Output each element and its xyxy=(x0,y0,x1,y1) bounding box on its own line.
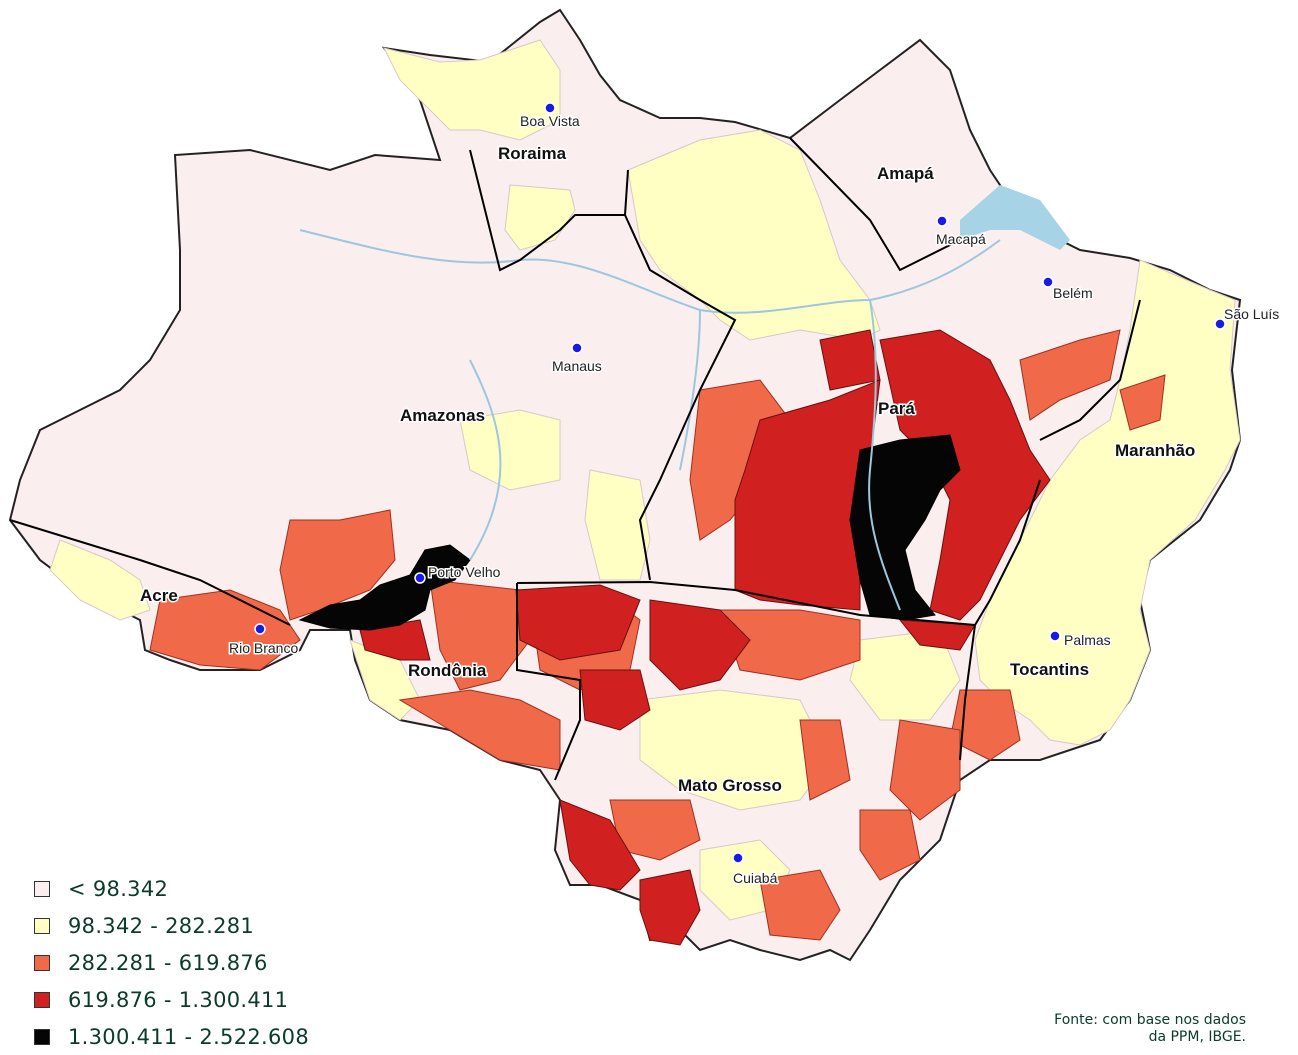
legend-label: 1.300.411 - 2.522.608 xyxy=(68,1024,309,1049)
legend-swatch xyxy=(34,880,50,897)
source-note: Fonte: com base nos dados da PPM, IBGE. xyxy=(1054,1012,1246,1046)
city-label-sao-luis: São Luís xyxy=(1224,306,1279,322)
source-line-2: da PPM, IBGE. xyxy=(1148,1029,1246,1045)
state-label-rondonia: Rondônia xyxy=(408,661,487,680)
class4-areas xyxy=(359,329,1051,946)
city-label-palmas: Palmas xyxy=(1064,632,1111,648)
capital-dots xyxy=(254,102,1226,864)
class2-areas xyxy=(49,39,1241,921)
map-legend: < 98.342 98.342 - 282.281 282.281 - 619.… xyxy=(34,870,309,1055)
source-line-1: Fonte: com base nos dados xyxy=(1054,1012,1246,1028)
state-label-tocantins: Tocantins xyxy=(1010,660,1089,679)
state-boundaries xyxy=(9,137,1141,781)
legend-label: 619.876 - 1.300.411 xyxy=(68,987,289,1012)
legend-label: 282.281 - 619.876 xyxy=(68,950,268,975)
legend-item: 1.300.411 - 2.522.608 xyxy=(34,1018,309,1055)
legend-label: < 98.342 xyxy=(68,876,169,901)
city-label-belem: Belém xyxy=(1053,285,1093,301)
legend-item: 619.876 - 1.300.411 xyxy=(34,981,309,1018)
legend-swatch xyxy=(34,991,50,1008)
city-label-macapa: Macapá xyxy=(936,231,986,247)
legend-label: 98.342 - 282.281 xyxy=(68,913,255,938)
state-label-mato-grosso: Mato Grosso xyxy=(678,776,782,795)
class5-areas xyxy=(298,434,961,631)
amazon-river-mouth xyxy=(960,185,1070,250)
state-label-para: Pará xyxy=(878,399,915,418)
legend-item: 282.281 - 619.876 xyxy=(34,944,309,981)
state-label-amazonas: Amazonas xyxy=(400,406,485,425)
city-label-porto-velho: Porto Velho xyxy=(428,564,501,580)
legend-item: 98.342 - 282.281 xyxy=(34,907,309,944)
city-label-boa-vista: Boa Vista xyxy=(520,113,580,129)
legend-item: < 98.342 xyxy=(34,870,309,907)
city-label-manaus: Manaus xyxy=(552,358,602,374)
city-label-cuiaba: Cuiabá xyxy=(733,870,778,886)
legend-swatch xyxy=(34,917,50,934)
legend-swatch xyxy=(34,1028,50,1045)
state-label-maranhao: Maranhão xyxy=(1115,441,1195,460)
city-label-rio-branco: Rio Branco xyxy=(229,640,298,656)
state-label-roraima: Roraima xyxy=(498,144,567,163)
legend-swatch xyxy=(34,954,50,971)
state-label-amapa: Amapá xyxy=(877,164,934,183)
rivers xyxy=(299,229,1001,611)
state-label-acre: Acre xyxy=(140,586,178,605)
